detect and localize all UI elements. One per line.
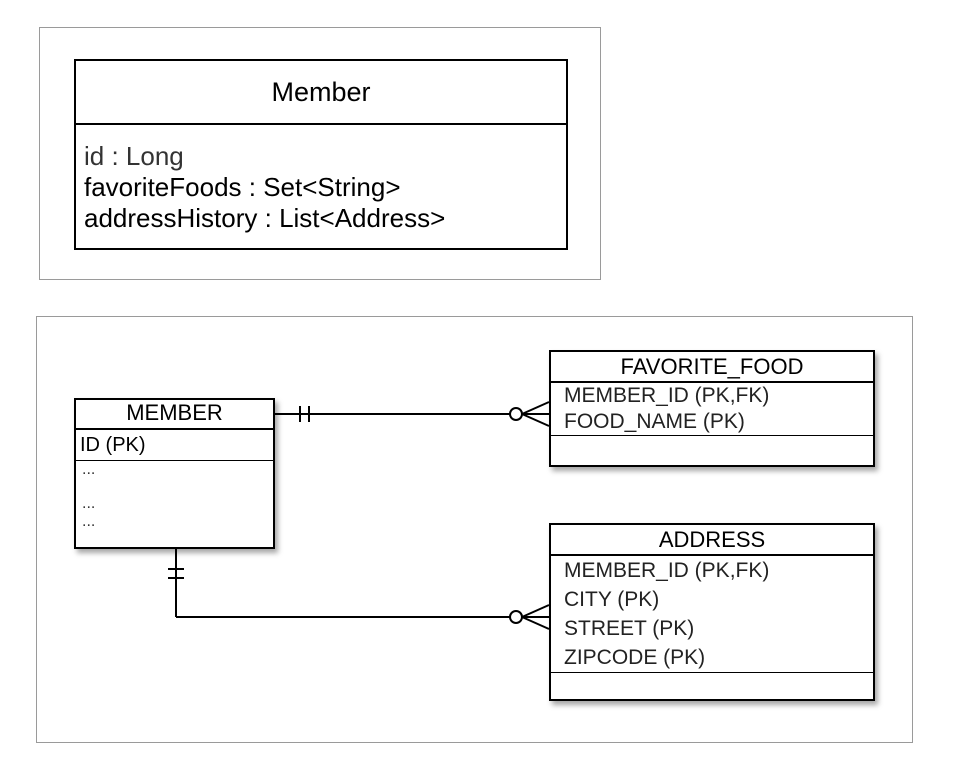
member-class-name: Member — [76, 61, 566, 125]
favorite-food-entity-row: MEMBER_ID (PK,FK) — [564, 384, 770, 407]
address-entity: ADDRESS MEMBER_ID (PK,FK) CITY (PK) STRE… — [549, 523, 875, 701]
class-attribute-address-history: addressHistory : List<Address> — [84, 203, 446, 233]
address-entity-row: MEMBER_ID (PK,FK) — [564, 559, 770, 582]
member-entity-row: ... — [82, 513, 96, 530]
member-class-attributes: id : Long favoriteFoods : Set<String> ad… — [76, 125, 566, 234]
address-entity-divider — [551, 672, 873, 696]
favorite-food-entity: FAVORITE_FOOD MEMBER_ID (PK,FK) FOOD_NAM… — [549, 350, 875, 467]
member-entity: MEMBER ID (PK) ... ... ... — [74, 398, 275, 549]
member-entity-row: ... — [82, 495, 96, 512]
crow-foot — [521, 413, 550, 427]
favorite-food-entity-divider — [551, 435, 873, 459]
zero-circle — [509, 610, 523, 624]
member-entity-row: ... — [82, 461, 96, 478]
member-address-relationship — [168, 549, 550, 630]
member-favorite-food-relationship — [275, 401, 550, 427]
member-class-box: Member id : Long favoriteFoods : Set<Str… — [74, 59, 568, 250]
member-entity-pk: ID (PK) — [76, 430, 273, 461]
favorite-food-entity-title: FAVORITE_FOOD — [551, 352, 873, 383]
address-entity-row: STREET (PK) — [564, 617, 695, 640]
class-attribute-favorite-foods: favoriteFoods : Set<String> — [84, 172, 401, 202]
member-entity-title: MEMBER — [76, 400, 273, 430]
crow-foot — [521, 604, 550, 618]
zero-circle — [509, 407, 523, 421]
favorite-food-entity-row: FOOD_NAME (PK) — [564, 410, 745, 433]
address-entity-row: CITY (PK) — [564, 588, 660, 611]
address-entity-title: ADDRESS — [551, 525, 873, 556]
crow-foot — [521, 401, 550, 415]
address-entity-row: ZIPCODE (PK) — [564, 646, 706, 669]
crow-foot — [521, 616, 550, 630]
class-attribute-id: id : Long — [84, 141, 184, 171]
